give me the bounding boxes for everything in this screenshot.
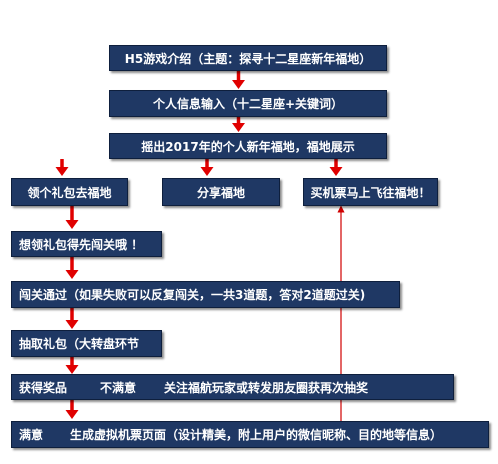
unsatisfied-label: 不满意 — [100, 380, 137, 395]
node-challenge: 闯关通过（如果失败可以反复闯关，一共3道题，答对2道题过关) — [11, 281, 400, 308]
node-shake-text: 摇出2017年的个人新年福地，福地展示 — [141, 139, 355, 154]
node-shake: 摇出2017年的个人新年福地，福地展示 — [109, 133, 387, 159]
node-draw: 抽取礼包（大转盘环节 — [11, 330, 162, 357]
node-challenge-text: 闯关通过（如果失败可以反复闯关，一共3道题，答对2道题过关) — [19, 288, 366, 302]
down-arrow-4 — [200, 159, 214, 176]
node-share: 分享福地 — [162, 178, 280, 206]
down-arrow-3 — [55, 159, 69, 176]
node-draw-text: 抽取礼包（大转盘环节 — [19, 337, 140, 351]
node-ticket-text: 买机票马上飞往福地！ — [310, 185, 431, 200]
down-arrow-5 — [329, 159, 343, 176]
node-ticket: 买机票马上飞往福地！ — [303, 178, 438, 206]
node-prize-row: 获得奖品 不满意 关注福航玩家或转发朋友圈获再次抽奖 — [11, 374, 454, 400]
generate-label: 生成虚拟机票页面（设计精美，附上用户的微信昵称、目的地等信息） — [70, 428, 443, 442]
down-arrow-9 — [65, 357, 79, 374]
down-arrow-2 — [232, 117, 245, 132]
node-want-gift: 想领礼包得先闯关哦 ！ — [11, 231, 162, 257]
satisfied-label: 满意 — [19, 428, 44, 442]
down-arrow-7 — [65, 257, 79, 279]
follow-label: 关注福航玩家或转发朋友圈获再次抽奖 — [164, 380, 369, 395]
node-gift-text: 领个礼包去福地 — [27, 185, 112, 200]
node-gift: 领个礼包去福地 — [11, 178, 128, 206]
down-arrow-6 — [65, 206, 79, 229]
prize-label: 获得奖品 — [19, 380, 68, 395]
node-share-text: 分享福地 — [196, 185, 245, 200]
node-last-row: 满意 生成虚拟机票页面（设计精美，附上用户的微信昵称、目的地等信息） — [11, 421, 489, 448]
node-input: 个人信息输入（十二星座+关键词） — [109, 90, 387, 117]
down-arrow-1 — [232, 71, 245, 89]
down-arrow-8 — [65, 308, 79, 329]
node-title: H5游戏介绍（主题：探寻十二星座新年福地） — [109, 45, 387, 71]
node-title-text: H5游戏介绍（主题：探寻十二星座新年福地） — [124, 51, 372, 66]
down-arrow-10 — [65, 400, 79, 419]
node-want-gift-text: 想领礼包得先闯关哦 ！ — [19, 237, 144, 252]
node-input-text: 个人信息输入（十二星座+关键词） — [152, 97, 344, 111]
